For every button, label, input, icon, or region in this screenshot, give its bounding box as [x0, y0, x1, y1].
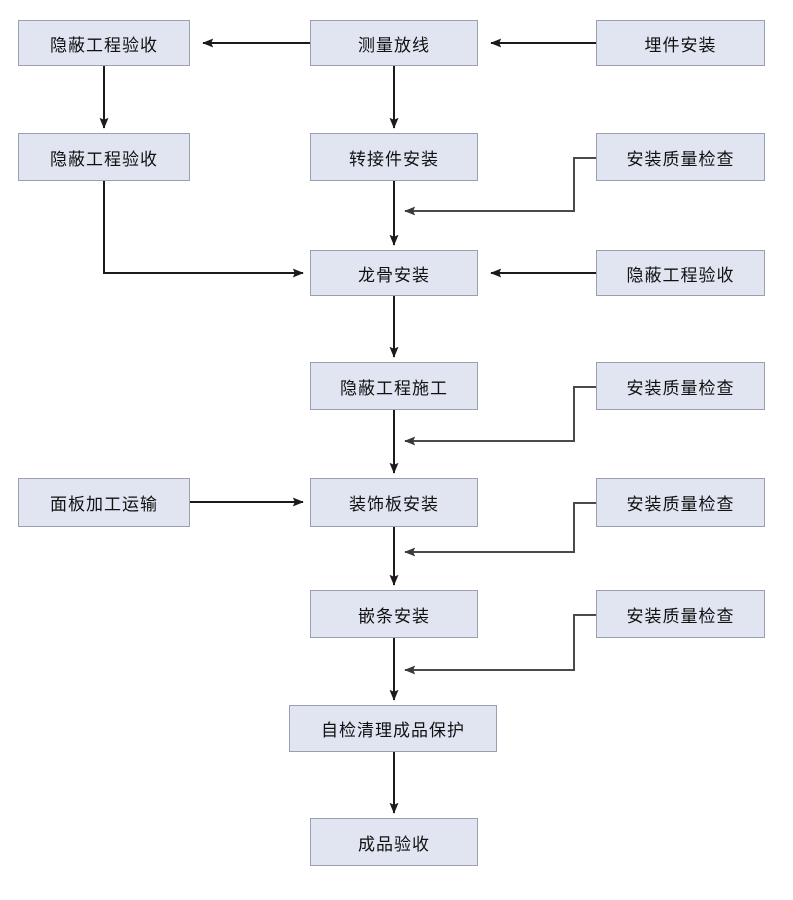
node-anzhuang-zhiliang-jiancha-2[interactable]: 安装质量检查: [596, 362, 765, 410]
edge-yinbi2-to-longgu: [103, 181, 304, 278]
node-label: 测量放线: [358, 35, 430, 55]
node-zhuangshiban-anzhuang[interactable]: 装饰板安装: [310, 478, 478, 527]
edge-check2-to-yinbishigong: [404, 386, 596, 446]
node-yinbi-gongcheng-yanshou-2[interactable]: 隐蔽工程验收: [18, 133, 190, 181]
edge-check4-to-qiantiao: [404, 614, 596, 675]
node-label: 隐蔽工程验收: [50, 35, 158, 55]
node-maijian-anzhuang[interactable]: 埋件安装: [596, 20, 765, 66]
node-label: 转接件安装: [349, 149, 439, 169]
node-label: 隐蔽工程验收: [50, 149, 158, 169]
node-label: 安装质量检查: [626, 495, 735, 514]
node-anzhuang-zhiliang-jiancha-3[interactable]: 安装质量检查: [596, 478, 765, 527]
node-label: 嵌条安装: [358, 606, 430, 626]
node-qiantiao-anzhuang[interactable]: 嵌条安装: [310, 590, 478, 638]
node-zhuanjiejian-anzhuang[interactable]: 转接件安装: [310, 133, 478, 181]
node-yinbi-gongcheng-shigong[interactable]: 隐蔽工程施工: [310, 362, 478, 410]
node-label: 自检清理成品保护: [321, 721, 465, 740]
edge-check1-to-zhuanjie: [404, 157, 596, 216]
node-chengpin-yanshou[interactable]: 成品验收: [310, 818, 478, 866]
node-label: 龙骨安装: [358, 265, 430, 285]
node-label: 隐蔽工程验收: [626, 265, 735, 285]
node-zijian-qingli-chengpin-baohu[interactable]: 自检清理成品保护: [289, 705, 497, 752]
node-yinbi-gongcheng-yanshou-1[interactable]: 隐蔽工程验收: [18, 20, 190, 66]
node-label: 埋件安装: [644, 35, 717, 55]
node-yinbi-gongcheng-yanshou-3[interactable]: 隐蔽工程验收: [596, 250, 765, 296]
node-label: 安装质量检查: [626, 606, 735, 626]
node-anzhuang-zhiliang-jiancha-1[interactable]: 安装质量检查: [596, 133, 765, 181]
node-label: 面板加工运输: [50, 495, 158, 514]
node-mianban-jiagong-yunshu[interactable]: 面板加工运输: [18, 478, 190, 527]
node-label: 隐蔽工程施工: [340, 378, 448, 398]
node-label: 成品验收: [358, 834, 430, 854]
edge-check3-to-zhuangshiban: [404, 502, 596, 557]
node-label: 装饰板安装: [349, 495, 439, 514]
node-anzhuang-zhiliang-jiancha-4[interactable]: 安装质量检查: [596, 590, 765, 638]
node-longgu-anzhuang[interactable]: 龙骨安装: [310, 250, 478, 296]
node-celiang-fangxian[interactable]: 测量放线: [310, 20, 478, 66]
node-label: 安装质量检查: [626, 149, 735, 169]
node-label: 安装质量检查: [626, 378, 735, 398]
